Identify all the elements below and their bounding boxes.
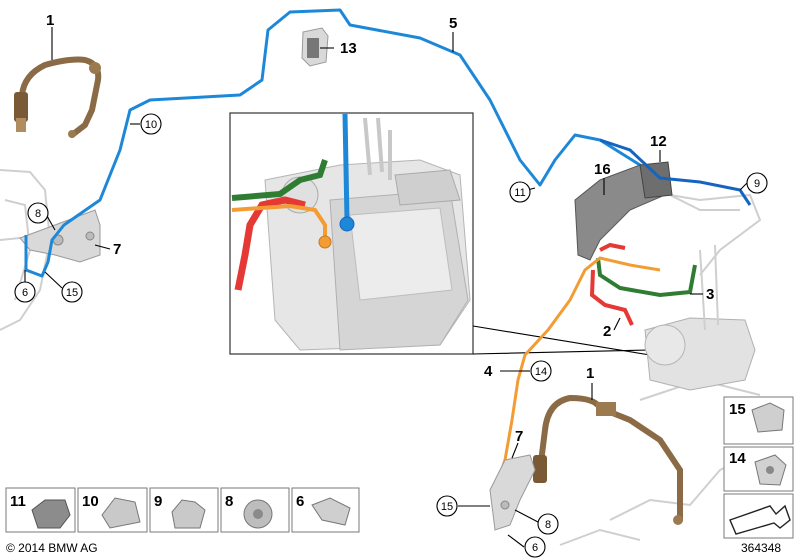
brake-line-green <box>596 257 697 298</box>
callout-14-circle: 14 <box>530 360 552 382</box>
legend-tile-15[interactable]: 15 <box>723 396 794 445</box>
bracket-16-12 <box>574 161 673 261</box>
svg-text:15: 15 <box>66 287 78 299</box>
brake-hose-left <box>14 56 102 138</box>
legend-tile-6[interactable]: 6 <box>291 487 360 533</box>
bracket-right <box>489 454 536 531</box>
svg-text:10: 10 <box>82 493 99 510</box>
svg-text:14: 14 <box>535 366 547 378</box>
brake-line-long-blue <box>24 8 661 278</box>
navigation-arrow-tile[interactable] <box>723 493 794 539</box>
callout-1-right: 1 <box>586 365 594 382</box>
callout-11-circle: 11 <box>509 181 531 203</box>
svg-text:11: 11 <box>514 187 525 199</box>
callout-10-circle: 10 <box>140 113 162 135</box>
callout-16: 16 <box>594 161 611 178</box>
svg-text:8: 8 <box>545 519 551 531</box>
brake-hose-right <box>533 394 683 525</box>
svg-text:9: 9 <box>154 493 162 510</box>
leader-lines <box>24 27 748 548</box>
callout-6-circle-left: 6 <box>14 281 36 303</box>
svg-text:9: 9 <box>754 178 760 190</box>
callout-13: 13 <box>340 40 357 57</box>
diagram-number: 364348 <box>741 541 782 555</box>
legend-tile-8[interactable]: 8 <box>220 487 290 533</box>
clip-part-13 <box>301 27 329 67</box>
svg-text:8: 8 <box>35 208 41 220</box>
svg-text:14: 14 <box>729 450 746 467</box>
svg-text:6: 6 <box>22 287 28 299</box>
callout-7-left: 7 <box>113 241 121 258</box>
legend-tile-10[interactable]: 10 <box>77 487 148 533</box>
bracket-left <box>19 209 101 263</box>
svg-text:6: 6 <box>296 493 304 510</box>
callout-3: 3 <box>706 286 714 303</box>
svg-text:11: 11 <box>10 493 26 510</box>
abs-unit-right <box>639 189 762 391</box>
copyright-text: © 2014 BMW AG <box>6 541 98 555</box>
svg-text:6: 6 <box>532 542 538 554</box>
callout-12: 12 <box>650 133 667 150</box>
callout-4: 4 <box>484 363 493 380</box>
svg-text:15: 15 <box>729 401 746 418</box>
arrow-icon <box>729 504 791 535</box>
detail-inset-abs-unit <box>229 112 474 355</box>
callout-6-circle-right: 6 <box>524 536 546 558</box>
callout-15-circle-left: 15 <box>61 281 83 303</box>
callout-2: 2 <box>603 323 611 340</box>
legend-tile-9[interactable]: 9 <box>149 487 219 533</box>
legend-tile-14[interactable]: 14 <box>723 446 794 492</box>
legend-tile-11[interactable]: 11 <box>5 487 76 533</box>
callout-15-circle-right: 15 <box>436 495 458 517</box>
svg-text:10: 10 <box>145 119 157 131</box>
callout-8-circle-left: 8 <box>27 202 49 224</box>
callout-7-right: 7 <box>515 428 523 445</box>
brake-line-orange <box>493 256 661 491</box>
callout-9-circle: 9 <box>746 172 768 194</box>
brake-line-red <box>589 242 634 326</box>
callout-5: 5 <box>449 15 457 32</box>
svg-text:8: 8 <box>225 493 233 510</box>
callout-8-circle-right: 8 <box>537 513 559 535</box>
svg-text:15: 15 <box>441 501 453 513</box>
callout-1-left: 1 <box>46 12 54 29</box>
